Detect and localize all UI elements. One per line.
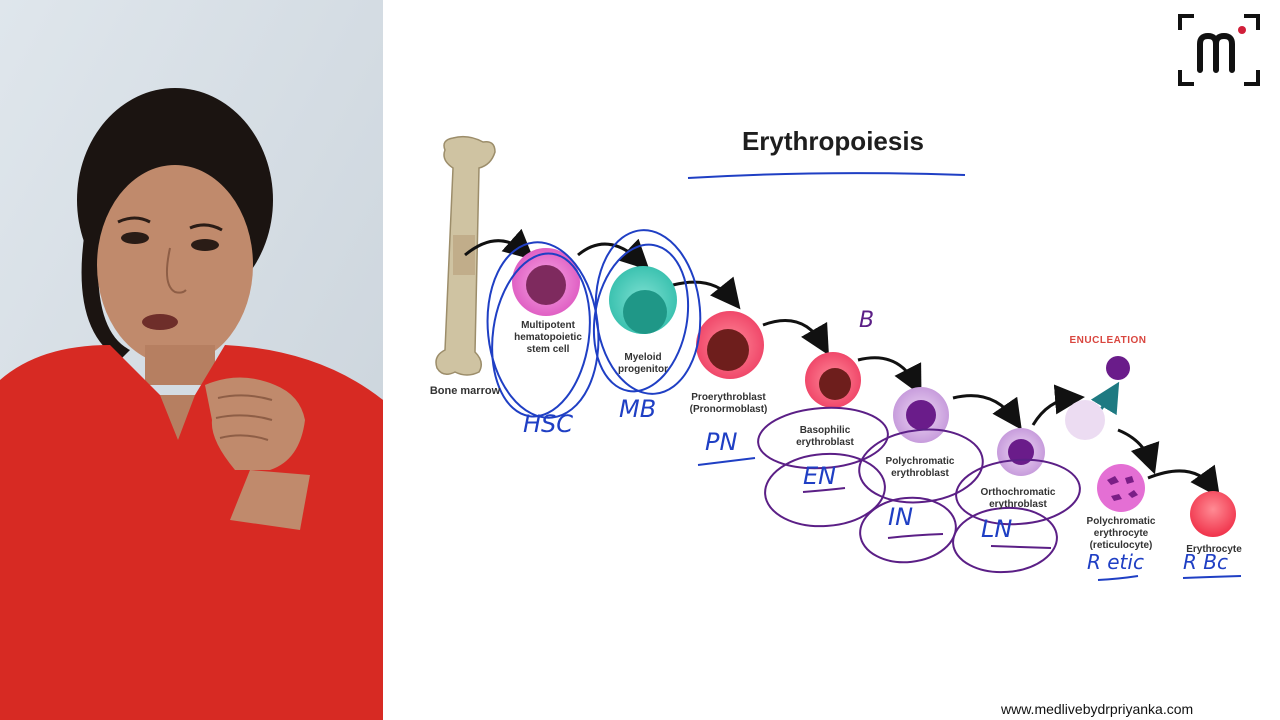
handwritten-rbc: R Bc — [1183, 550, 1228, 574]
arrow-poly-to-ortho — [952, 394, 1022, 430]
handwritten-ln: LN — [981, 515, 1013, 543]
arrow-to-erythrocyte — [1147, 464, 1220, 498]
handwritten-in: IN — [888, 503, 914, 531]
arrow-baso-to-poly — [857, 356, 922, 396]
arrow-to-reticulocyte — [1117, 428, 1160, 475]
pn-underline — [697, 457, 756, 466]
title-underline — [687, 172, 966, 179]
extruded-nucleus — [1106, 356, 1130, 380]
cell-proerythroblast — [696, 311, 764, 379]
handwritten-retic: R etic — [1087, 550, 1144, 574]
slide-title: Erythropoiesis — [741, 126, 925, 156]
logo-frame-icon — [1178, 14, 1260, 86]
label-enucleation: ENUCLEATION — [1069, 335, 1147, 346]
label-proerythroblast: Proerythroblast(Pronormoblast) — [689, 392, 768, 415]
bone-illustration — [435, 135, 496, 376]
cell-basophilic-erythroblast — [805, 352, 861, 408]
erythropoiesis-diagram — [435, 135, 1242, 581]
cell-hsc — [512, 248, 580, 316]
arrow-hsc-to-myeloid — [577, 238, 650, 271]
brand-logo — [1178, 14, 1260, 86]
arrow-pro-to-baso — [762, 319, 829, 356]
pen-annotations-blue — [486, 172, 966, 466]
presenter-video — [0, 0, 383, 720]
label-bone-marrow: Bone marrow — [429, 385, 501, 397]
label-erythrocyte: Erythrocyte — [1186, 544, 1242, 555]
cell-reticulocyte — [1097, 464, 1145, 512]
pen-annotations-purple — [757, 406, 1242, 581]
cell-orthochromatic-erythroblast — [997, 428, 1045, 476]
arrow-ortho-to-enucleation — [1031, 384, 1085, 426]
handwritten-mb: MB — [619, 395, 657, 423]
handwritten-pn: PN — [705, 428, 738, 456]
cell-myeloid-progenitor — [609, 266, 677, 334]
handwritten-hsc: HSC — [523, 410, 574, 438]
arrow-myeloid-to-pro — [672, 276, 741, 310]
cell-polychromatic-erythroblast — [893, 387, 949, 443]
handwritten-b: B — [859, 308, 875, 333]
presenter-illustration — [0, 0, 383, 720]
cell-enucleating — [1065, 356, 1130, 440]
website-url: www.medlivebydrpriyanka.com — [1001, 701, 1194, 717]
cell-erythrocyte — [1190, 491, 1236, 537]
handwritten-en: EN — [803, 462, 837, 490]
